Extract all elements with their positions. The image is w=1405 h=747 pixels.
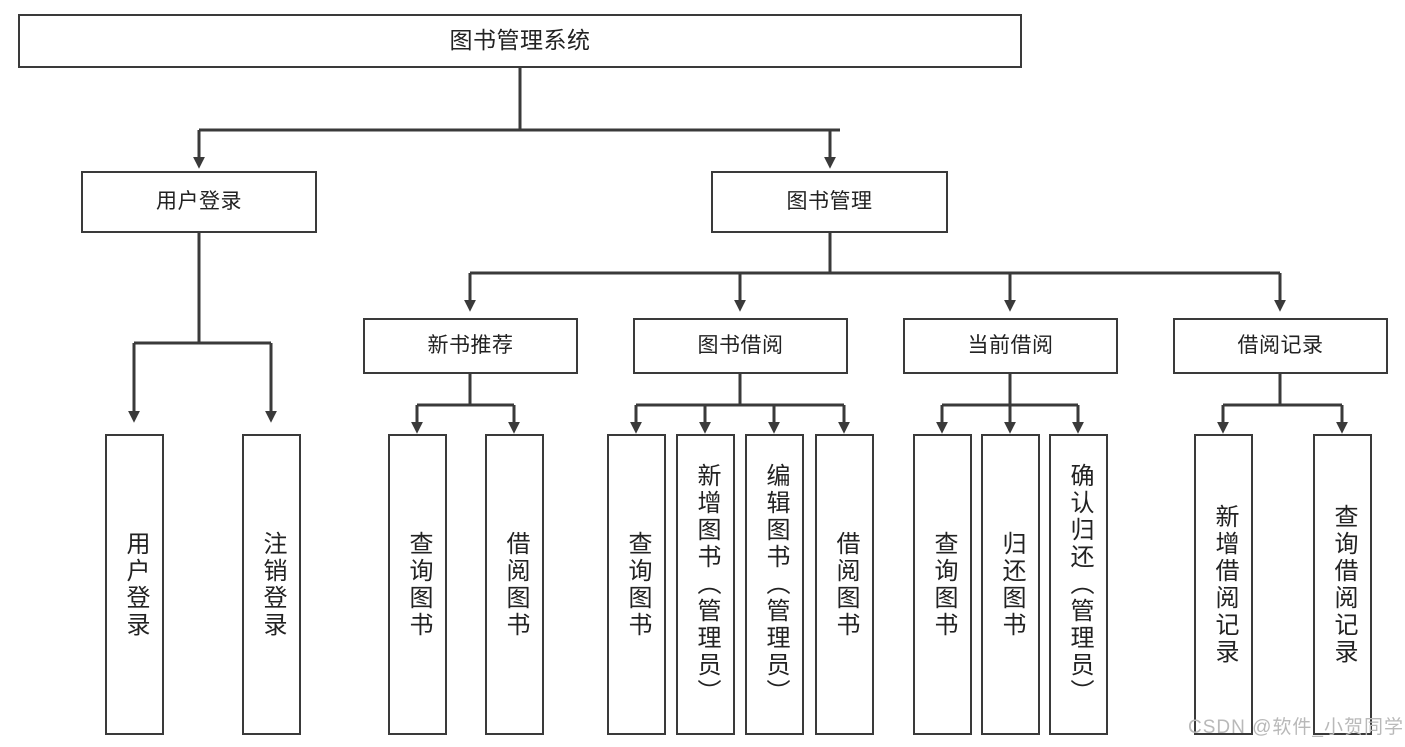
node-label: 查询图书: [623, 530, 651, 639]
node-label: 图书借阅: [697, 333, 784, 357]
node-label: 注销登录: [258, 530, 286, 639]
node-label: 新增图书（管理员）: [692, 463, 720, 706]
leaf-add-borrow-record[interactable]: 新增借阅记录: [1194, 434, 1253, 735]
node-current-borrow[interactable]: 当前借阅: [903, 318, 1118, 374]
leaf-edit-book-admin[interactable]: 编辑图书（管理员）: [745, 434, 804, 735]
node-borrow-record[interactable]: 借阅记录: [1173, 318, 1388, 374]
node-label: 查询图书: [929, 530, 957, 639]
leaf-borrow-book[interactable]: 借阅图书: [815, 434, 874, 735]
node-label: 当前借阅: [967, 333, 1054, 357]
leaf-logout-login[interactable]: 注销登录: [242, 434, 301, 735]
node-label: 用户登录: [156, 189, 242, 213]
leaf-query-book-borrow[interactable]: 查询图书: [607, 434, 666, 735]
node-user-login[interactable]: 用户登录: [81, 171, 317, 233]
node-label: 查询图书: [404, 530, 432, 639]
watermark-text: CSDN @软件_小贺同学: [1188, 717, 1404, 738]
node-book-borrow[interactable]: 图书借阅: [633, 318, 848, 374]
node-label: 图书管理系统: [449, 27, 591, 54]
leaf-query-book-recommend[interactable]: 查询图书: [388, 434, 447, 735]
node-label: 确认归还（管理员）: [1065, 463, 1093, 706]
node-label: 归还图书: [997, 530, 1025, 639]
node-book-management-system[interactable]: 图书管理系统: [18, 14, 1022, 68]
leaf-confirm-return-admin[interactable]: 确认归还（管理员）: [1049, 434, 1108, 735]
node-label: 编辑图书（管理员）: [761, 463, 789, 706]
node-new-book-recommend[interactable]: 新书推荐: [363, 318, 578, 374]
leaf-add-book-admin[interactable]: 新增图书（管理员）: [676, 434, 735, 735]
node-label: 借阅记录: [1237, 333, 1324, 357]
node-book-management[interactable]: 图书管理: [711, 171, 948, 233]
leaf-query-borrow-record[interactable]: 查询借阅记录: [1313, 434, 1372, 735]
leaf-user-login[interactable]: 用户登录: [105, 434, 164, 735]
leaf-return-book[interactable]: 归还图书: [981, 434, 1040, 735]
leaf-query-book-current[interactable]: 查询图书: [913, 434, 972, 735]
leaf-borrow-book-recommend[interactable]: 借阅图书: [485, 434, 544, 735]
node-label: 借阅图书: [501, 530, 529, 639]
node-label: 新书推荐: [427, 333, 514, 357]
node-label: 新增借阅记录: [1210, 503, 1238, 666]
node-label: 图书管理: [786, 189, 873, 213]
node-label: 借阅图书: [831, 530, 859, 639]
node-label: 用户登录: [121, 530, 149, 639]
node-label: 查询借阅记录: [1329, 503, 1357, 666]
